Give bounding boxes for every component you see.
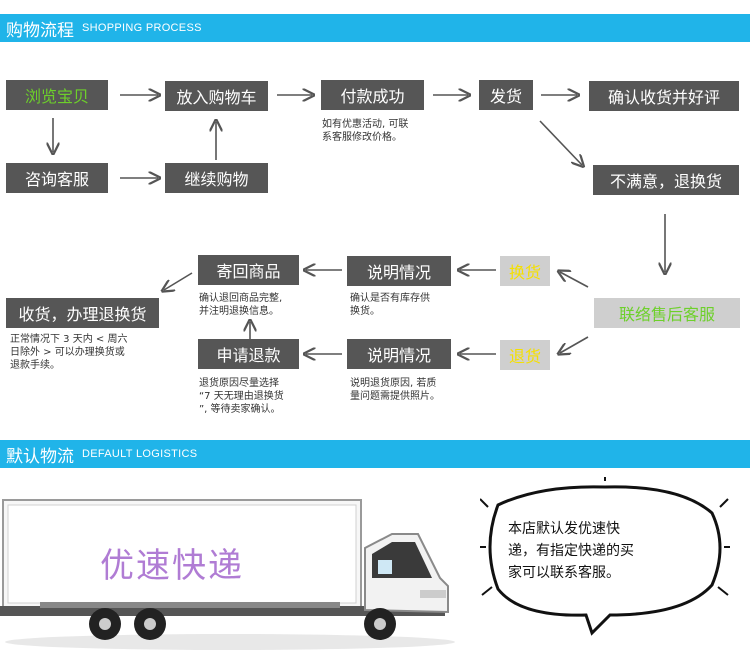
- step-explain-return: 说明情况: [347, 339, 451, 369]
- step-explain-exchange: 说明情况: [347, 256, 451, 286]
- step-contact-service: 联络售后客服: [594, 298, 740, 328]
- note-apply-refund: 退货原因尽量选择 “7 天无理由退换货 ”, 等待卖家确认。: [199, 378, 284, 415]
- step-browse: 浏览宝贝: [6, 80, 108, 110]
- logistics-title-cn: 默认物流: [6, 447, 74, 467]
- step-add-to-cart: 放入购物车: [165, 81, 268, 111]
- arrow-service-to-exchange: [560, 272, 589, 288]
- arrow-service-to-return: [560, 336, 589, 353]
- step-unsatisfied: 不满意，退换货: [593, 165, 739, 195]
- speech-bubble-text: 本店默认发优速快 递，有指定快递的买 家可以联系客服。: [508, 521, 634, 581]
- note-send-back: 确认退回商品完整, 并注明退换信息。: [199, 293, 283, 317]
- arrow-ship-to-unsatisfied: [539, 120, 582, 165]
- note-return: 说明退货原因, 若质 量问题需提供照片。: [350, 378, 440, 402]
- step-receive-refund: 收货，办理退换货: [6, 298, 159, 328]
- speech-bubble: [480, 477, 730, 636]
- step-confirm-review: 确认收货并好评: [589, 81, 739, 111]
- step-ship: 发货: [479, 80, 533, 110]
- shopping-process-title-cn: 购物流程: [6, 21, 74, 41]
- truck-sign: 优速快递: [100, 546, 244, 586]
- note-payment: 如有优惠活动, 可联 系客服修改价格。: [322, 119, 409, 143]
- step-apply-refund: 申请退款: [198, 339, 299, 369]
- step-exchange: 换货: [500, 256, 550, 286]
- note-receive-refund: 正常情况下 3 天内 < 周六 日除外 > 可以办理换货或 退款手续。: [10, 334, 128, 371]
- truck-illustration: [0, 499, 455, 650]
- step-consult: 咨询客服: [6, 163, 108, 193]
- step-payment-success: 付款成功: [321, 80, 424, 110]
- shopping-process-title-en: SHOPPING PROCESS: [82, 22, 202, 34]
- logistics-banner: 默认物流 DEFAULT LOGISTICS: [0, 440, 750, 468]
- step-send-back: 寄回商品: [198, 255, 299, 285]
- logistics-title-en: DEFAULT LOGISTICS: [82, 448, 198, 460]
- arrow-sendback-to-receive: [164, 272, 193, 290]
- shopping-process-banner: 购物流程 SHOPPING PROCESS: [0, 14, 750, 42]
- note-exchange: 确认是否有库存供 换货。: [350, 293, 430, 317]
- step-continue-shopping: 继续购物: [165, 163, 268, 193]
- step-return: 退货: [500, 340, 550, 370]
